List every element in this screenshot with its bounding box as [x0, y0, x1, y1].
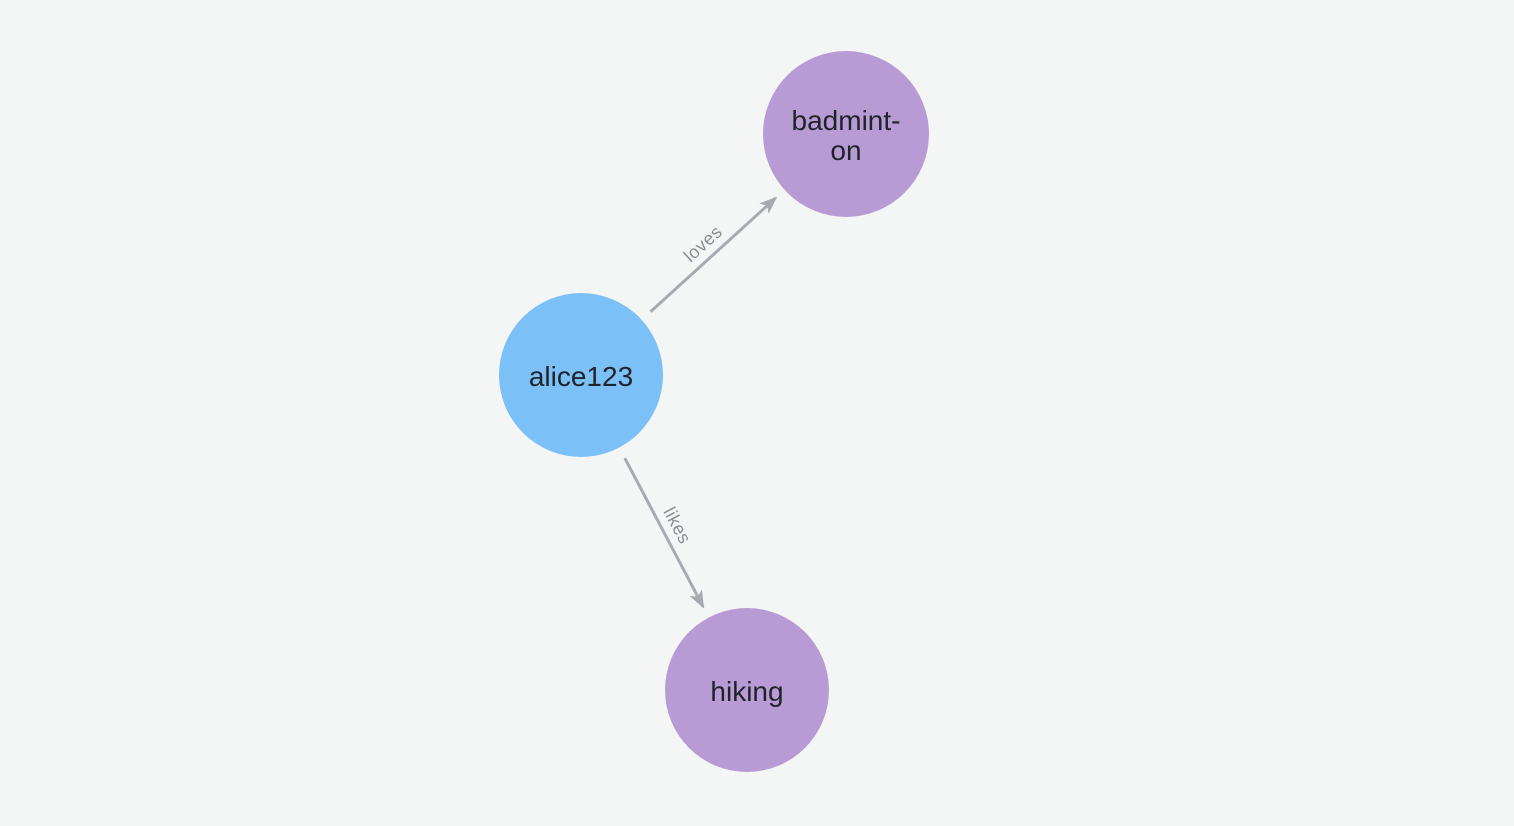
node-circle-alice123[interactable]	[499, 293, 663, 457]
edge-label-likes: likes	[659, 504, 695, 547]
edge-label-loves: loves	[680, 221, 726, 266]
node-badminton[interactable]: badmint-on	[763, 51, 929, 217]
node-circle-hiking[interactable]	[665, 608, 829, 772]
node-hiking[interactable]: hiking	[665, 608, 829, 772]
edge-alice123-badminton[interactable]	[649, 196, 778, 313]
edge-alice123-hiking[interactable]	[623, 457, 705, 609]
node-circle-badminton[interactable]	[763, 51, 929, 217]
node-alice123[interactable]: alice123	[499, 293, 663, 457]
